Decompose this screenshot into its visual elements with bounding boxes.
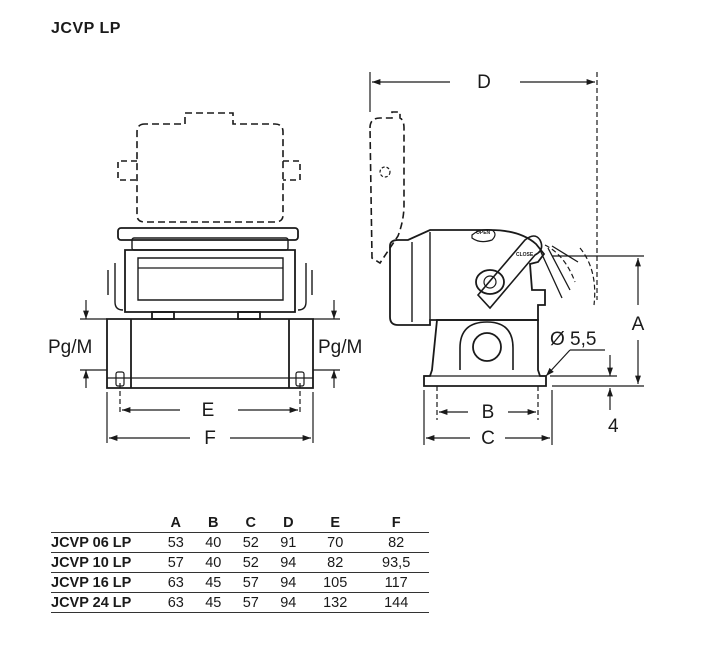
dim-E-label: E [202, 400, 215, 421]
pgm-right-label: Pg/M [318, 337, 362, 358]
side-base [423, 319, 547, 387]
front-centerlines [119, 383, 301, 413]
table-cell: 57 [167, 554, 184, 571]
table-cell: 63 [167, 574, 184, 591]
page-title: JCVP LP [51, 20, 121, 37]
base-body [106, 318, 314, 389]
pgm-left-label: Pg/M [48, 337, 92, 358]
table-cell: 94 [280, 574, 297, 591]
model-name: JCVP 24 LP [51, 594, 132, 611]
table-cell: 45 [205, 594, 222, 611]
table-cell: 82 [327, 554, 344, 571]
table-cell: 94 [280, 554, 297, 571]
model-name: JCVP 06 LP [51, 534, 132, 551]
table-header-cell: E [330, 514, 341, 531]
table-header-cell: A [170, 514, 181, 531]
table-cell: 63 [167, 594, 184, 611]
side-lid-open-dashed [369, 111, 405, 265]
table-row: JCVP 06 LP 53 40 52 91 70 82 [51, 533, 429, 553]
table-cell: 57 [242, 594, 259, 611]
table-row: JCVP 10 LP 57 40 52 94 82 93,5 [51, 553, 429, 573]
table-cell: 117 [384, 574, 408, 591]
technical-drawing: E F Pg/M Pg/M [48, 72, 645, 449]
table-header-cell [51, 513, 157, 533]
table-cell: 70 [327, 534, 344, 551]
dim-C-label: C [481, 428, 495, 449]
table-cell: 53 [167, 534, 184, 551]
model-name: JCVP 10 LP [51, 554, 132, 571]
side-view [369, 111, 596, 387]
lever-bar [117, 227, 299, 241]
hood-body [124, 249, 296, 313]
table-cell: 93,5 [382, 554, 411, 571]
dim-A-label: A [632, 314, 645, 335]
table-row: JCVP 24 LP 63 45 57 94 132 144 [51, 593, 429, 613]
dim-D-label: D [477, 72, 491, 93]
table-cell: 40 [205, 534, 222, 551]
open-marking: OPEN [476, 230, 491, 236]
table-header-cell: F [391, 514, 401, 531]
table-header-cell: C [245, 514, 257, 531]
hole-diameter-label: Ø 5,5 [550, 329, 596, 350]
close-marking: CLOSE [516, 252, 534, 258]
table-cell: 82 [388, 534, 405, 551]
dim-F-label: F [204, 428, 216, 449]
side-lever [476, 235, 543, 310]
table-cell: 40 [205, 554, 222, 571]
dim-4-label: 4 [608, 416, 619, 437]
table-row: JCVP 16 LP 63 45 57 94 105 117 [51, 573, 429, 593]
table-cell: 52 [242, 554, 259, 571]
model-name: JCVP 16 LP [51, 574, 132, 591]
dim-B-label: B [482, 402, 495, 423]
table-cell: 94 [280, 594, 297, 611]
front-dimension-lines [80, 300, 340, 443]
side-dimension-lines [369, 72, 644, 445]
table-header-cell: B [208, 514, 219, 531]
dimensions-table: A B C D E F JCVP 06 LP 53 40 52 91 70 82… [51, 513, 429, 613]
table-cell: 132 [323, 594, 348, 611]
table-cell: 45 [205, 574, 222, 591]
front-view [106, 112, 314, 389]
side-housing [389, 229, 546, 326]
table-header-cell: D [283, 514, 294, 531]
table-header-row: A B C D E F [51, 513, 429, 533]
table-cell: 105 [323, 574, 348, 591]
table-cell: 57 [242, 574, 259, 591]
table-cell: 91 [280, 534, 297, 551]
table-cell: 144 [384, 594, 409, 611]
table-cell: 52 [242, 534, 259, 551]
lid-open-dashed [136, 112, 284, 223]
